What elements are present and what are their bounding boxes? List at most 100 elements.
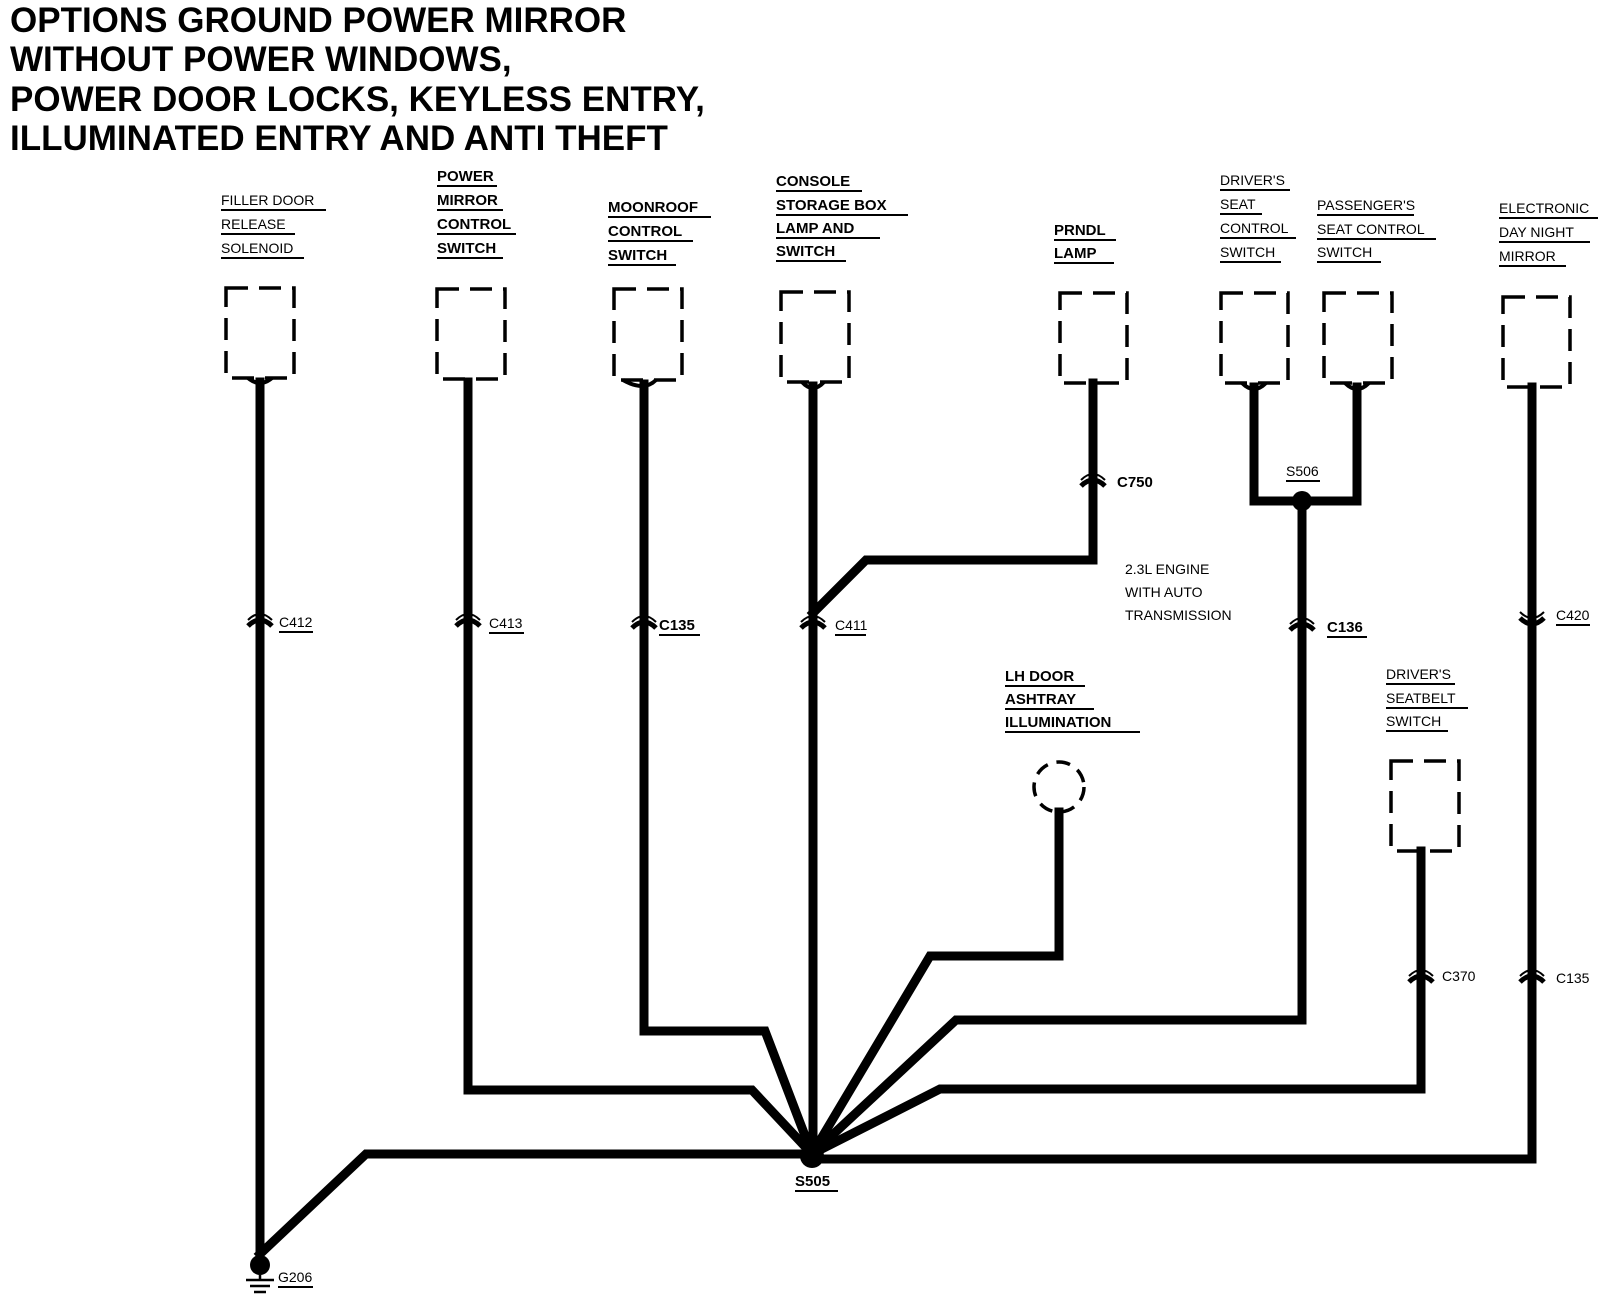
splice-s506-dot [1292, 491, 1312, 511]
wire-day-night-mirror [807, 382, 1537, 1164]
connector-c411-symbol [799, 615, 827, 630]
label-line: STORAGE BOX [776, 197, 887, 214]
console-lamp-switch-box [779, 290, 851, 384]
label-line: CONSOLE [776, 173, 850, 190]
label-line: MIRROR [1499, 248, 1556, 264]
power-mirror-switch-box [435, 287, 507, 381]
label-line: LAMP [1054, 245, 1097, 262]
wire-g206-s505 [253, 1149, 817, 1261]
label-line: DRIVER'S [1386, 666, 1451, 682]
splice-s506-label: S506 [1286, 463, 1319, 479]
splice-s506: S506 [1286, 463, 1320, 511]
label-line: CONTROL [608, 223, 682, 240]
label-filler-door-release-solenoid: FILLER DOOR RELEASE SOLENOID [221, 192, 326, 259]
label-line: SWITCH [1317, 244, 1372, 260]
label-line: DRIVER'S [1220, 172, 1285, 188]
label-line: MIRROR [437, 192, 498, 209]
connector-c750-symbol [1079, 473, 1107, 488]
label-line: ASHTRAY [1005, 691, 1076, 708]
connector-c135-label: C135 [659, 617, 695, 634]
label-moonroof-control-switch: MOONROOF CONTROL SWITCH [608, 199, 711, 266]
wire-seat-switches [1249, 382, 1362, 506]
connector-c370-label: C370 [1442, 968, 1476, 984]
label-line: SEATBELT [1386, 690, 1456, 706]
label-line: PASSENGER'S [1317, 197, 1415, 213]
label-drivers-seatbelt-switch: DRIVER'S SEATBELT SWITCH [1386, 666, 1468, 732]
connector-c135-symbol [630, 615, 658, 630]
ashtray-lamp-symbol [1032, 760, 1086, 814]
wire-prndl [806, 378, 1098, 620]
connector-c136-symbol [1288, 617, 1316, 632]
connector-labels: C412 C413 C135 C411 C750 C136 C420 C370 … [279, 474, 1590, 986]
ground-icon [246, 1275, 274, 1294]
wire-moonroof [639, 379, 818, 1160]
seatbelt-switch-box [1389, 759, 1461, 853]
label-line: ILLUMINATION [1005, 714, 1111, 731]
label-drivers-seat-control-switch: DRIVER'S SEAT CONTROL SWITCH [1220, 172, 1296, 263]
ground-point-dot [250, 1255, 270, 1275]
ground-g206-label: G206 [278, 1269, 312, 1285]
label-line: SWITCH [1220, 244, 1275, 260]
drivers-seat-switch-box [1219, 291, 1290, 385]
label-power-mirror-control-switch: POWER MIRROR CONTROL SWITCH [437, 168, 516, 259]
connector-c136-label: C136 [1327, 619, 1363, 636]
wire-ashtray [805, 807, 1064, 1161]
label-line: PRNDL [1054, 222, 1106, 239]
label-passengers-seat-control-switch: PASSENGER'S SEAT CONTROL SWITCH [1317, 197, 1436, 263]
prndl-lamp-box [1058, 291, 1129, 385]
connector-c420-symbol [1518, 611, 1546, 627]
splice-s505-dot [800, 1144, 824, 1168]
label-line: DAY NIGHT [1499, 224, 1574, 240]
label-electronic-day-night-mirror: ELECTRONIC DAY NIGHT MIRROR [1499, 200, 1598, 267]
connector-c413-symbol [454, 613, 482, 628]
connector-c420-label: C420 [1556, 607, 1590, 623]
label-line: SWITCH [437, 240, 496, 257]
label-line: MOONROOF [608, 199, 698, 216]
diagram-title: OPTIONS GROUND POWER MIRROR WITHOUT POWE… [10, 1, 705, 158]
passengers-seat-switch-box [1322, 291, 1394, 385]
moonroof-switch-box [612, 287, 684, 382]
label-line: SWITCH [776, 243, 835, 260]
connector-c135-lower-label: C135 [1556, 970, 1590, 986]
label-line: SEAT CONTROL [1317, 221, 1425, 237]
wire-s506-s505 [805, 496, 1307, 1161]
note-line: WITH AUTO [1125, 584, 1203, 600]
title-line-4: ILLUMINATED ENTRY AND ANTI THEFT [10, 119, 668, 158]
label-console-storage-box-lamp-switch: CONSOLE STORAGE BOX LAMP AND SWITCH [776, 173, 908, 262]
note-line: 2.3L ENGINE [1125, 561, 1209, 577]
title-line-1: OPTIONS GROUND POWER MIRROR [10, 1, 626, 40]
connector-c135-lower-symbol [1518, 969, 1546, 984]
wire-power-mirror [463, 377, 819, 1161]
ground-g206: G206 [246, 1255, 313, 1294]
label-line: LH DOOR [1005, 668, 1074, 685]
day-night-mirror-box [1501, 295, 1572, 389]
connector-c750-label: C750 [1117, 474, 1153, 491]
connector-c413-label: C413 [489, 615, 523, 631]
label-line: FILLER DOOR [221, 192, 314, 208]
label-line: LAMP AND [776, 220, 855, 237]
label-prndl-lamp: PRNDL LAMP [1054, 222, 1116, 264]
connector-c370-symbol [1407, 969, 1435, 984]
note-line: TRANSMISSION [1125, 607, 1232, 623]
label-line: SWITCH [1386, 713, 1441, 729]
note-engine-transmission: 2.3L ENGINE WITH AUTO TRANSMISSION [1125, 561, 1232, 623]
label-lh-door-ashtray-illumination: LH DOOR ASHTRAY ILLUMINATION [1005, 668, 1140, 733]
connector-c412-label: C412 [279, 614, 313, 630]
label-line: RELEASE [221, 216, 286, 232]
label-line: POWER [437, 168, 494, 185]
connector-c411-label: C411 [835, 617, 868, 633]
label-line: SEAT [1220, 196, 1256, 212]
label-line: SWITCH [608, 247, 667, 264]
title-line-2: WITHOUT POWER WINDOWS, [10, 40, 512, 79]
ground-wires [253, 377, 1537, 1261]
label-line: CONTROL [437, 216, 511, 233]
filler-door-solenoid-box [224, 286, 296, 380]
label-line: SOLENOID [221, 240, 293, 256]
splice-s505: S505 [795, 1144, 838, 1192]
title-line-3: POWER DOOR LOCKS, KEYLESS ENTRY, [10, 80, 705, 119]
splice-s505-label: S505 [795, 1173, 830, 1190]
label-line: ELECTRONIC [1499, 200, 1589, 216]
connector-c412-symbol [246, 613, 274, 628]
component-boxes [224, 286, 1572, 853]
